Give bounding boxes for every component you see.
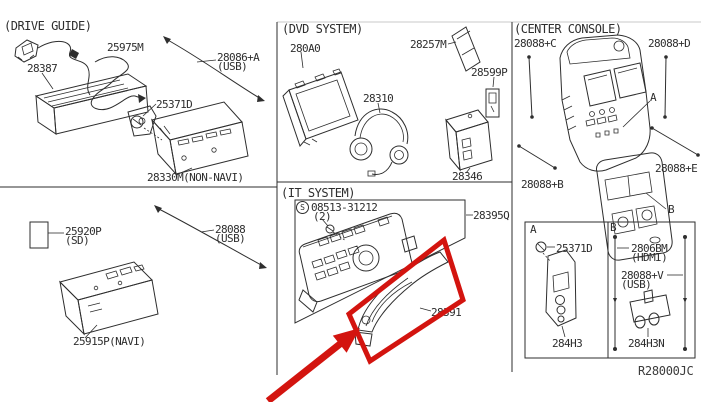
dvd-display-drawing bbox=[282, 51, 359, 147]
label-cable-b: 28088+B bbox=[521, 178, 564, 191]
detail-box bbox=[524, 221, 696, 359]
label-headphones: 28310 bbox=[363, 92, 394, 105]
label-cable-e: 28088+E bbox=[655, 162, 698, 175]
console-cable-pins bbox=[517, 55, 700, 170]
label-detail-a-screw: 25371D bbox=[556, 242, 593, 255]
label-finisher: 28391 bbox=[431, 306, 462, 319]
label-hdmi-cable: 2806BM (HDMI) bbox=[631, 242, 668, 264]
label-it-screw: 08513-31212 bbox=[311, 201, 378, 214]
section-title-drive-guide: (DRIVE GUIDE) bbox=[4, 19, 92, 33]
usb-cable-a-drawing bbox=[163, 36, 265, 102]
label-it-screw-qty: (2) bbox=[313, 210, 332, 223]
sd-card-drawing bbox=[29, 221, 64, 249]
label-dvd-display: 280A0 bbox=[290, 42, 321, 55]
detail-b-drawing bbox=[613, 235, 687, 351]
label-drive-guide-unit: 28387 bbox=[27, 62, 58, 75]
detail-a-drawing bbox=[535, 241, 577, 338]
dvd-control-unit-drawing bbox=[445, 109, 493, 174]
label-usb-cable-v: 28088+V (USB) bbox=[621, 269, 664, 291]
it-screw-drawing bbox=[321, 218, 347, 242]
label-drive-guide-screw: 25371D bbox=[156, 98, 193, 111]
label-drive-guide-harness: 25975M bbox=[107, 41, 144, 54]
section-dividers bbox=[0, 21, 701, 375]
label-head-unit-nonnavi: 28330M(NON-NAVI) bbox=[147, 171, 244, 184]
label-control-panel: 28395Q bbox=[473, 209, 510, 222]
label-media-card: 28257M bbox=[410, 38, 447, 51]
screw-symbol: S bbox=[296, 201, 309, 214]
label-clip: 28599P bbox=[471, 66, 508, 79]
media-card-drawing bbox=[447, 26, 481, 72]
label-cable-c: 28088+C bbox=[514, 37, 557, 50]
label-usb-hub: 284H3N bbox=[628, 337, 665, 350]
control-panel-drawing bbox=[298, 212, 418, 313]
label-sd-card: 25920P (SD) bbox=[65, 225, 102, 247]
drawing-reference-code: R28000JC bbox=[638, 364, 694, 378]
detail-b-label: B bbox=[610, 221, 617, 234]
section-title-center-console: (CENTER CONSOLE) bbox=[514, 22, 622, 36]
label-detail-a-bracket: 284H3 bbox=[552, 337, 583, 350]
section-title-it-system: (IT SYSTEM) bbox=[281, 186, 355, 200]
section-title-dvd-system: (DVD SYSTEM) bbox=[282, 22, 363, 36]
label-dvd-control-unit: 28346 bbox=[452, 170, 483, 183]
label-usb-cable-a: 28086+A (USB) bbox=[217, 51, 260, 73]
headphones-drawing bbox=[349, 102, 409, 177]
drive-guide-unit-drawing bbox=[34, 72, 149, 135]
callout-a: A bbox=[650, 91, 657, 104]
clip-drawing bbox=[485, 76, 500, 118]
usb-cable-drawing bbox=[154, 205, 267, 269]
label-cable-d: 28088+D bbox=[648, 37, 691, 50]
label-usb-cable: 28088 (USB) bbox=[215, 223, 246, 245]
detail-a-label: A bbox=[530, 223, 537, 236]
head-unit-nonnavi-drawing bbox=[127, 101, 249, 176]
finisher-drawing bbox=[354, 251, 449, 347]
drive-guide-camera-drawing bbox=[14, 39, 146, 111]
navi-unit-drawing bbox=[59, 261, 159, 339]
callout-b: B bbox=[668, 203, 675, 216]
label-navi-unit: 25915P(NAVI) bbox=[73, 335, 146, 348]
